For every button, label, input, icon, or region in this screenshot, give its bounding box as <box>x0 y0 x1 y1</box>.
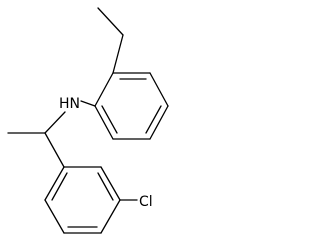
ring1-bond-5 <box>94 105 114 140</box>
ring1-double-2 <box>145 105 162 134</box>
ring1-bond-6 <box>94 72 114 107</box>
n-ch-bond <box>44 111 66 134</box>
ring2-bond-2 <box>100 166 121 201</box>
aniline-ring <box>94 72 169 140</box>
structure-diagram: HN Cl <box>7 7 169 234</box>
ring2-bond-3 <box>100 199 121 234</box>
n-ring-bond <box>80 100 96 107</box>
nitrogen-label: HN <box>59 96 80 112</box>
chlorine-label: Cl <box>139 194 153 210</box>
ring1-bond-2 <box>149 72 169 107</box>
chlorophenyl-ring <box>44 166 121 234</box>
ethyl-bond-ch2 <box>112 34 124 74</box>
ring2-bond-6 <box>44 166 65 201</box>
ethyl-group <box>97 7 124 74</box>
ring2-double-1 <box>97 172 114 201</box>
ethyl-bond-ch3 <box>97 7 124 36</box>
ring1-bond-3 <box>149 105 169 140</box>
ch-ring-bond <box>44 132 65 168</box>
ring2-double-3 <box>51 172 68 201</box>
ring2-bond-5 <box>44 199 65 234</box>
ring1-double-3 <box>101 105 118 134</box>
